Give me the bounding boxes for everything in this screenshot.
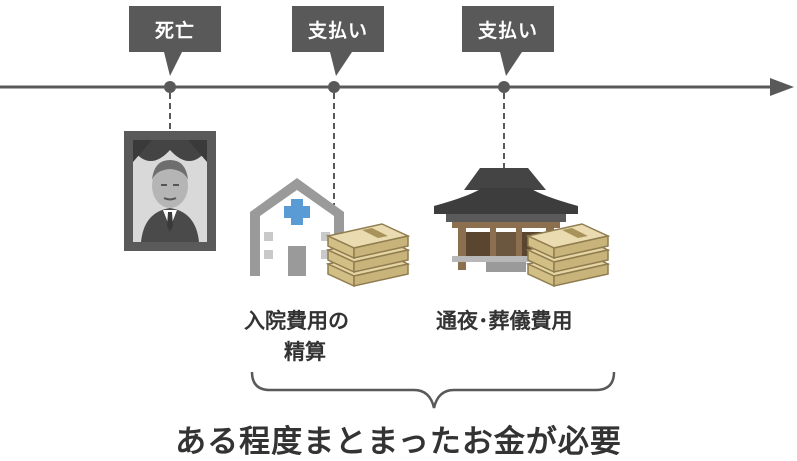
money-stack-icon xyxy=(325,223,411,288)
callout-payment-1-label: 支払い xyxy=(307,19,368,42)
money-stack-icon xyxy=(525,223,611,288)
callout-payment-1: 支払い xyxy=(292,6,384,52)
summary-brace xyxy=(250,371,616,409)
hospital-cost-line-2: 精算 xyxy=(284,340,326,364)
summary-text: ある程度まとまったお金が必要 xyxy=(175,424,622,460)
callout-payment-2-label: 支払い xyxy=(477,19,538,42)
timeline-dot-payment-1 xyxy=(328,81,340,93)
callout-pointer-payment-2 xyxy=(500,52,522,76)
timeline-dot-payment-2 xyxy=(498,81,510,93)
timeline-arrowhead xyxy=(770,78,794,96)
callout-pointer-payment-1 xyxy=(330,52,352,76)
hospital-cost-line-1: 入院費用の xyxy=(244,309,349,333)
temple-icon xyxy=(434,168,578,272)
callout-death-label: 死亡 xyxy=(154,19,195,42)
memorial-portrait-icon xyxy=(124,131,216,251)
funeral-cost-label: 通夜･葬儀費用 xyxy=(436,309,573,333)
hospital-cost-label: 入院費用の 精算 xyxy=(244,306,404,368)
callout-pointer-death xyxy=(164,52,182,76)
callout-death: 死亡 xyxy=(129,6,221,52)
callout-payment-2: 支払い xyxy=(462,6,554,52)
hospital-icon xyxy=(250,178,344,276)
timeline-dot-death xyxy=(164,81,176,93)
